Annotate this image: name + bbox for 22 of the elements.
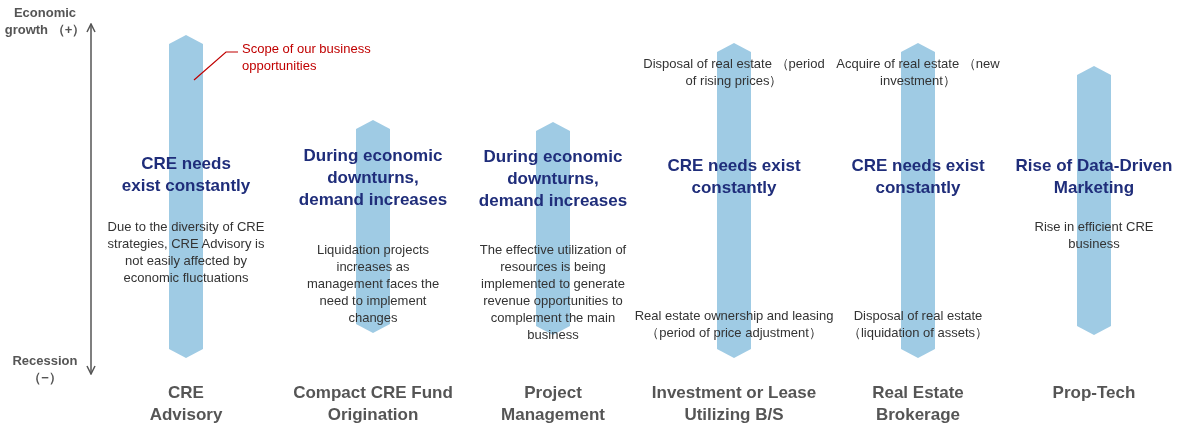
column-text: Due to the diversity of CRE strategies, CRE Advisory is not easily affected by economic fluctuations xyxy=(106,218,266,286)
column-heading: During economic downturns, demand increases xyxy=(478,146,628,212)
column-heading: Rise of Data-Driven Marketing xyxy=(1014,155,1174,199)
column-text: Disposal of real estate （period of rising prices） xyxy=(642,55,826,89)
axis-label: Economic growth （+） xyxy=(3,4,87,38)
column-heading: CRE needs exist constantly xyxy=(121,153,251,197)
column-label: Project Management xyxy=(500,382,606,426)
column-label: Prop-Tech xyxy=(1051,382,1137,404)
column-label: Real Estate Brokerage xyxy=(871,382,965,426)
column-label: Compact CRE Fund Origination xyxy=(293,382,453,426)
column-text: Disposal of real estate （liquidation of assets） xyxy=(846,307,990,341)
column-label: Investment or Lease Utilizing B/S xyxy=(650,382,818,426)
column-text: Liquidation projects increases as management faces the need to implement changes xyxy=(305,241,441,326)
column-text: Real estate ownership and leasing （period of price adjustment） xyxy=(634,307,834,341)
leader-line xyxy=(193,51,239,81)
column-heading: During economic downturns, demand increases xyxy=(298,145,448,211)
column-text: The effective utilization of resources is being implemented to generate revenue opportunities to complement the main business xyxy=(478,241,628,343)
column-text: Acquire of real estate （new investment） xyxy=(835,55,1001,89)
axis-label: Recession （−） xyxy=(11,352,79,386)
callout-text: Scope of our business opportunities xyxy=(242,40,412,74)
column-text: Rise in efficient CRE business xyxy=(1033,218,1155,252)
column-label: CRE Advisory xyxy=(148,382,224,426)
